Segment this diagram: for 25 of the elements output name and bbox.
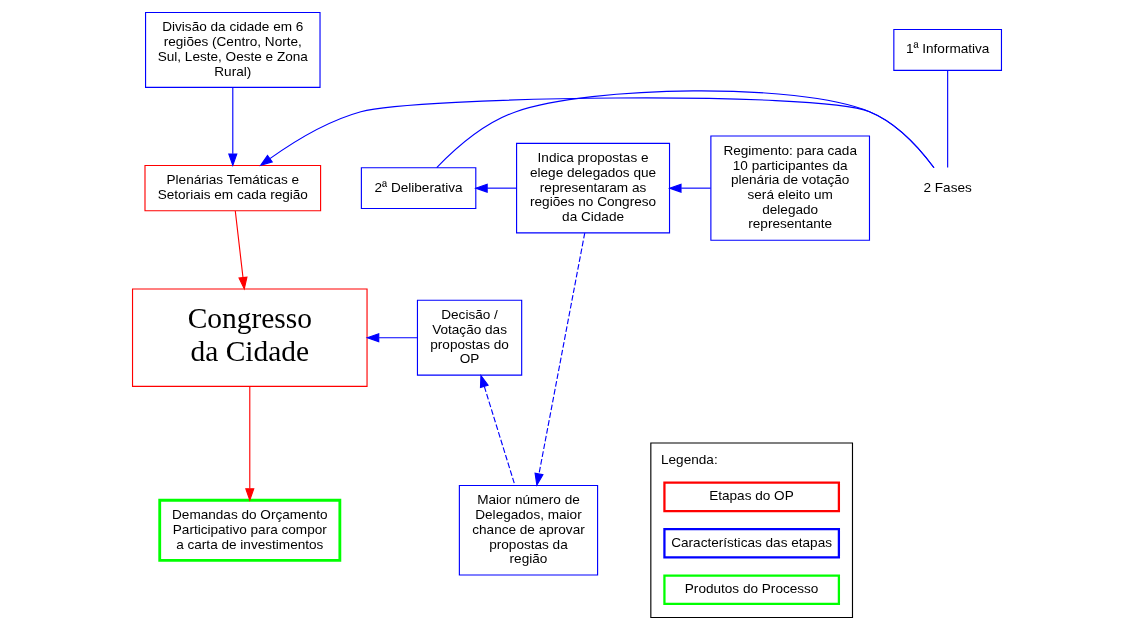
arrow — [228, 86, 238, 168]
arrow — [245, 386, 255, 502]
node-box: Divisão da cidade em 6 regiões (Centro, Norte, Sul, Leste, Oeste e Zona Rural) — [145, 12, 321, 88]
legend-label: Produtos do Processo — [684, 581, 819, 597]
node-box: Demandas do Orçamento Participativo para compor a carta de investimentos — [158, 498, 342, 562]
legend-label: Características das etapas — [671, 534, 832, 550]
arrow — [667, 183, 712, 193]
node-box: Decisão / Votação das propostas do OP — [416, 299, 523, 376]
node-box: 1ª Informativa — [893, 28, 1003, 71]
node-box: Indica propostas e elege delegados que representaram as regiões no Congreso da Cidade — [516, 142, 671, 234]
node-box: Congresso da Cidade — [131, 288, 368, 387]
node-box: Plenárias Temáticas e Setoriais em cada região — [144, 164, 322, 212]
connector — [947, 69, 949, 169]
legend-label: Etapas do OP — [709, 488, 794, 504]
label: Legenda: — [661, 452, 718, 468]
node-text: 2 Fases — [923, 179, 972, 195]
arrow — [474, 183, 517, 193]
node-box: Regimento: para cada 10 participantes da plenária de votação será eleito um delegado representante — [710, 135, 871, 241]
connector — [436, 90, 935, 169]
node-box: 2ª Deliberativa — [360, 167, 477, 210]
node-box: Maior número de Delegados, maior chance de aprovar propostas da região — [458, 484, 599, 576]
arrow — [234, 210, 248, 291]
arrow — [365, 332, 418, 343]
arrow — [479, 373, 516, 486]
arrow — [534, 232, 586, 487]
